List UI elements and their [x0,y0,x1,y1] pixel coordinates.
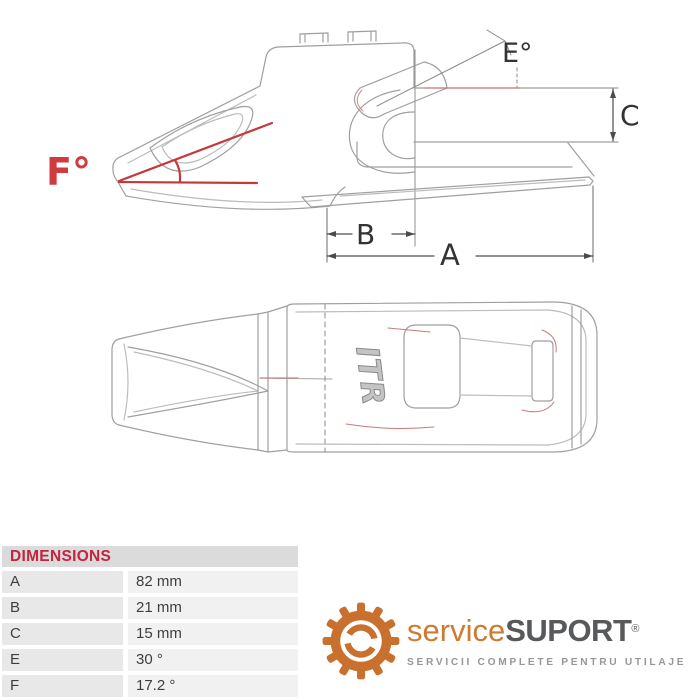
dimensions-table: DIMENSIONS A 82 mm B 21 mm C 15 mm E 30 … [2,546,298,697]
logo-tagline: SERVICII COMPLETE PENTRU UTILAJE [407,657,687,668]
column-divider [123,649,128,671]
table-row: F 17.2 ° [2,675,298,697]
row-value: 15 mm [128,623,298,645]
logo-brand-secondary: SUPORT [505,613,632,648]
row-label: E [2,649,123,671]
row-value: 17.2 ° [128,675,298,697]
table-row: B 21 mm [2,597,298,619]
row-label: B [2,597,123,619]
dim-b-label: B [356,218,376,251]
angle-f-label: F° [46,150,91,194]
column-divider [123,623,128,645]
row-label: F [2,675,123,697]
top-view-drawing [111,301,598,453]
registered-trademark-icon: ® [631,623,640,635]
itr-part-marking: ITR [348,344,392,409]
row-label: A [2,571,123,593]
table-row: C 15 mm [2,623,298,645]
side-view-drawing [112,29,619,263]
row-value: 82 mm [128,571,298,593]
table-row: E 30 ° [2,649,298,671]
column-divider [123,597,128,619]
logo-text: serviceSUPORT® SERVICII COMPLETE PENTRU … [407,614,687,669]
extension-lines [326,185,594,263]
top-view-red-accents [345,327,557,429]
table-row: A 82 mm [2,571,298,593]
dimensions-table-header: DIMENSIONS [2,546,298,567]
dim-arrowheads [327,89,616,259]
angle-e-label: E° [502,38,533,69]
dim-c-label: C [620,99,640,132]
row-label: C [2,623,123,645]
dim-a-label: A [440,238,460,272]
logo-brand: serviceSUPORT® [407,614,686,654]
company-logo: serviceSUPORT® SERVICII COMPLETE PENTRU … [321,601,686,681]
angle-f-lines [117,121,274,185]
column-divider [123,675,128,697]
logo-brand-primary: service [407,613,506,648]
column-divider [123,571,128,593]
row-value: 21 mm [128,597,298,619]
gear-icon [322,602,400,680]
row-value: 30 ° [128,649,298,671]
